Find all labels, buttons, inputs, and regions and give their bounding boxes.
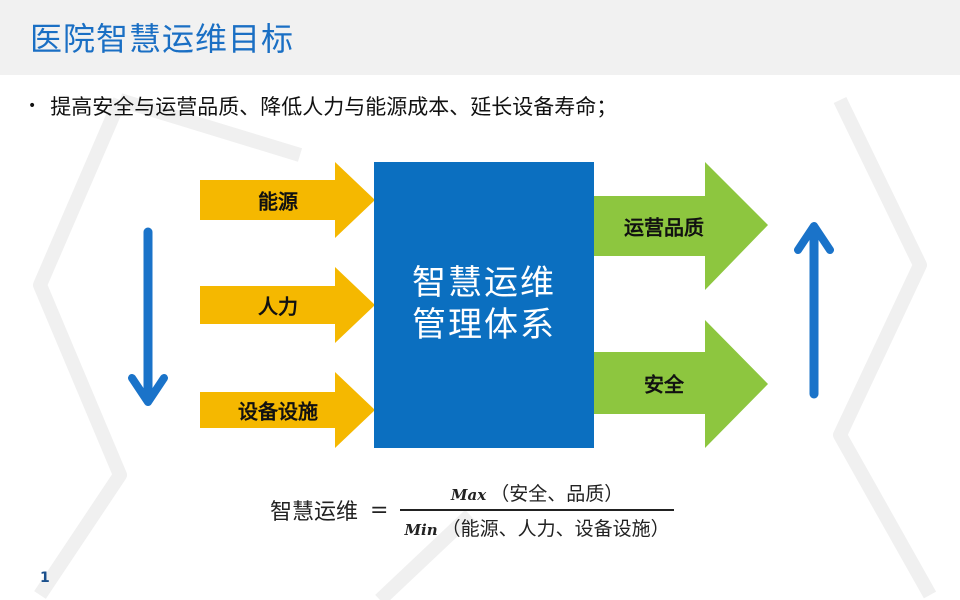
output-arrow-quality <box>594 162 768 290</box>
input-label-energy: 能源 <box>258 189 298 214</box>
fraction-bar <box>400 509 674 511</box>
input-label-labor: 人力 <box>258 294 298 319</box>
up-arrow-icon <box>794 222 834 399</box>
formula-denominator-text: （能源、人力、设备设施） <box>441 517 670 540</box>
input-arrow-facility <box>200 372 375 448</box>
center-box <box>374 162 594 448</box>
output-arrow-safety <box>594 320 768 448</box>
bullet-item: • 提高安全与运营品质、降低人力与能源成本、延长设备寿命； <box>28 92 617 120</box>
bullet-text: 提高安全与运营品质、降低人力与能源成本、延长设备寿命； <box>50 95 618 119</box>
input-label-facility: 设备设施 <box>238 399 318 424</box>
center-line-1: 智慧运维 <box>412 263 556 303</box>
output-label-safety: 安全 <box>644 372 684 397</box>
down-arrow-icon <box>128 227 168 406</box>
formula-fraction: Max（安全、品质） Min（能源、人力、设备设施） <box>400 479 674 541</box>
output-label-quality: 运营品质 <box>624 215 704 240</box>
input-arrow-labor <box>200 267 375 343</box>
formula: 智慧运维 = Max（安全、品质） Min（能源、人力、设备设施） <box>270 480 674 540</box>
formula-numerator: Max（安全、品质） <box>447 479 627 506</box>
formula-numerator-text: （安全、品质） <box>490 483 624 506</box>
slide-title: 医院智慧运维目标 <box>30 20 295 58</box>
input-arrow-energy <box>200 162 375 238</box>
center-line-2: 管理体系 <box>412 305 556 345</box>
formula-denominator: Min（能源、人力、设备设施） <box>400 514 673 541</box>
formula-denominator-var: Min <box>404 520 438 539</box>
header-band <box>0 0 960 75</box>
formula-numerator-var: Max <box>450 486 487 505</box>
background-decoration <box>33 93 937 600</box>
bullet-dot-icon: • <box>28 98 37 114</box>
formula-lhs: 智慧运维 <box>270 500 359 525</box>
formula-equals: = <box>370 497 389 523</box>
center-box-label: 智慧运维 管理体系 <box>412 262 556 346</box>
page-number: 1 <box>40 570 50 586</box>
